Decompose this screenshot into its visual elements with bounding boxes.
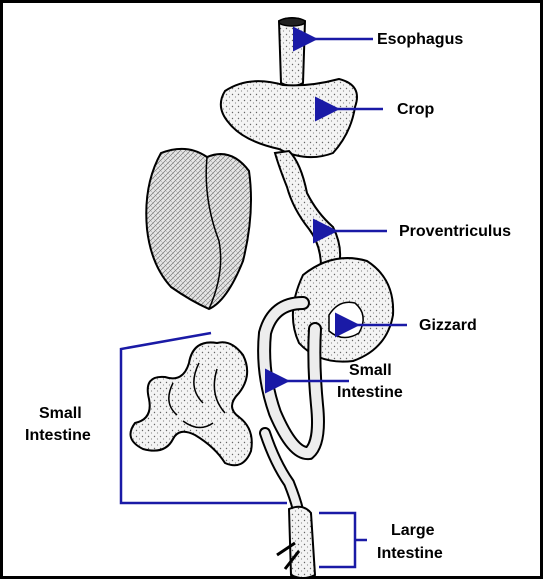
liver-shape [146,149,251,309]
proventriculus-shape [275,151,340,267]
large-intestine-shape [289,507,315,578]
gizzard-detail [329,302,363,337]
label-small-intestine-right-2: Intestine [337,384,403,401]
small-intestine-coils [131,342,252,465]
label-gizzard: Gizzard [419,317,477,334]
digestive-system-diagram: Esophagus Crop Proventriculus Gizzard Sm… [3,3,543,582]
esophagus-opening [279,18,305,26]
label-esophagus: Esophagus [377,31,463,48]
label-proventriculus: Proventriculus [399,223,511,240]
esophagus-shape [279,18,305,86]
crop-shape [221,79,357,157]
label-small-intestine-left-1: Small [39,405,82,422]
label-large-intestine-2: Intestine [377,545,443,562]
label-small-intestine-right-1: Small [349,362,392,379]
label-crop: Crop [397,101,435,118]
label-large-intestine-1: Large [391,522,435,539]
large-intestine-bracket [319,513,367,567]
label-small-intestine-left-2: Intestine [25,427,91,444]
